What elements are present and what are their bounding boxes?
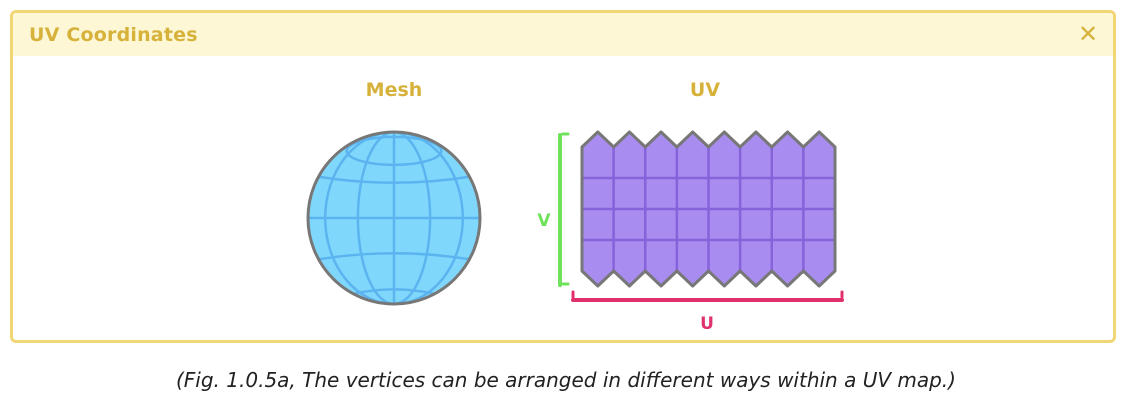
sphere-mesh	[306, 130, 482, 306]
sphere-parallel	[318, 175, 470, 184]
uv-diagram: Mesh UV	[306, 79, 844, 334]
uv-map	[580, 130, 837, 288]
uv-label: UV	[690, 79, 720, 101]
sphere-parallel	[345, 135, 443, 167]
sphere-parallel	[353, 288, 435, 295]
v-axis: V	[537, 132, 570, 287]
mesh-label: Mesh	[366, 79, 423, 101]
panel-header: UV Coordinates ✕	[13, 13, 1113, 56]
uv-coordinates-panel: UV Coordinates ✕ Mesh UV	[10, 10, 1116, 343]
u-axis: U	[571, 290, 844, 334]
uv-island-outline	[580, 130, 837, 288]
sphere-outline	[306, 130, 482, 306]
sphere-parallel	[318, 252, 470, 261]
sphere-grid-lines	[308, 132, 480, 304]
figure-caption: (Fig. 1.0.5a, The vertices can be arrang…	[176, 368, 956, 392]
u-axis-label: U	[700, 314, 714, 334]
v-axis-label: V	[537, 211, 551, 231]
panel-title: UV Coordinates	[29, 24, 198, 46]
uv-grid-lines	[582, 132, 835, 286]
close-icon[interactable]: ✕	[1077, 20, 1099, 48]
